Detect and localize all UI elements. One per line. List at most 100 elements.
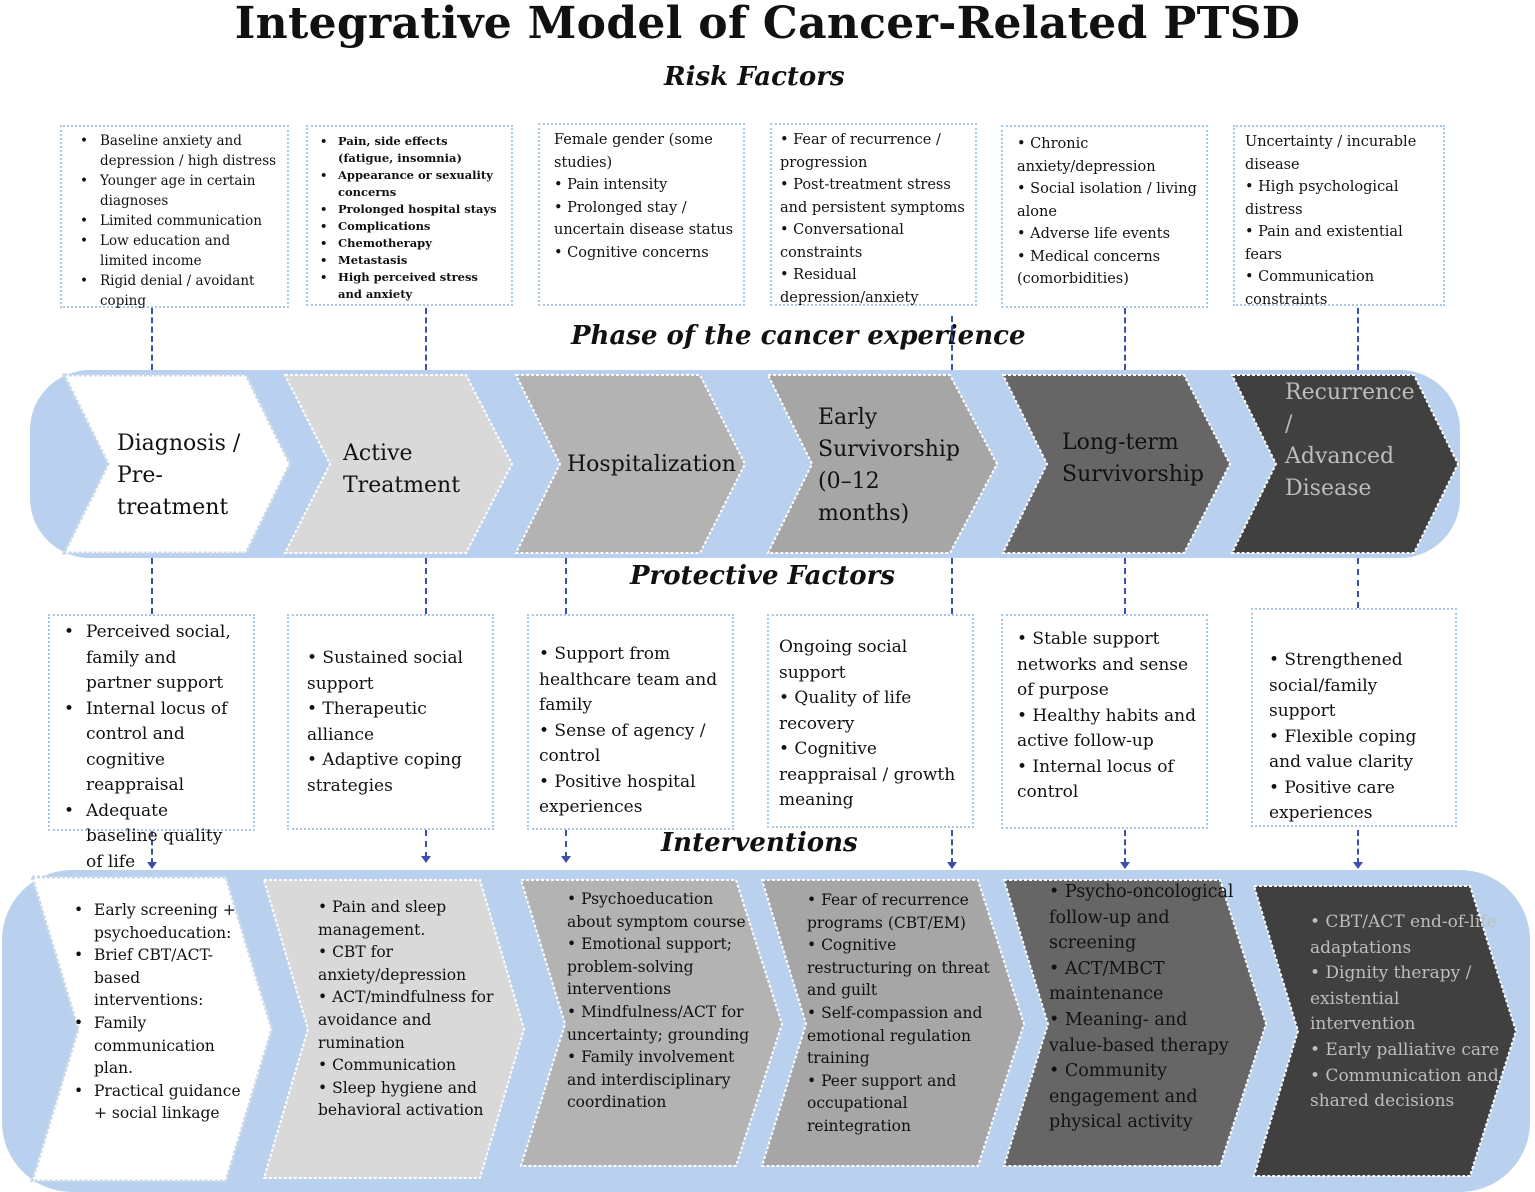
list-item: • Residual depression/anxiety: [780, 267, 919, 306]
list-item: Metastasis: [316, 252, 505, 269]
phase-header: Phase of the cancer experience: [571, 321, 1026, 351]
phase-label-active-treatment: Active Treatment: [343, 441, 461, 498]
list-item: • Self-compassion and emotional regulati…: [807, 1003, 983, 1068]
list-item: • Strengthened social/family support: [1269, 650, 1403, 721]
list-item: • Pain intensity: [554, 177, 668, 193]
protective-box-recurrence: • Strengthened social/family support • F…: [1251, 608, 1457, 827]
list-item: Female gender (some studies): [554, 132, 713, 171]
list-item: Low education and limited income: [76, 231, 279, 271]
list-item: • Internal locus of control: [1017, 756, 1174, 803]
list-item: • Social isolation / living alone: [1017, 181, 1197, 220]
risk-box-early-survivorship: • Fear of recurrence / progression • Pos…: [770, 123, 977, 306]
list-item: Internal locus of control and cognitive …: [60, 697, 243, 799]
list-item: Ongoing social support: [779, 637, 908, 683]
list-item: • Quality of life recovery: [779, 688, 912, 734]
list-item: • Medical concerns (comorbidities): [1017, 248, 1161, 288]
list-item: • High psychological distress: [1245, 179, 1399, 218]
intervention-text-early-survivorship: • Fear of recurrence programs (CBT/EM) •…: [807, 889, 997, 1138]
intervention-chevron-long-term-survivorship: [1002, 879, 1268, 1167]
protective-box-early-survivorship: Ongoing social support • Quality of life…: [767, 614, 974, 828]
list-item: • Communication: [318, 1056, 457, 1075]
risk-box-hospitalization: Female gender (some studies) • Pain inte…: [538, 123, 745, 306]
intervention-chevron-recurrence: [1252, 885, 1518, 1177]
list-item: • Therapeutic alliance: [307, 699, 427, 745]
protective-factors-header: Protective Factors: [630, 561, 895, 591]
list-item: • Cognitive reappraisal / growth meaning: [779, 739, 956, 810]
list-item: • Emotional support; problem-solving int…: [567, 935, 733, 999]
list-item: Chemotherapy: [316, 235, 505, 252]
interventions-header: Interventions: [661, 828, 858, 858]
list-item: • Chronic anxiety/depression: [1017, 136, 1156, 175]
risk-box-diagnosis: Baseline anxiety and depression / high d…: [60, 125, 289, 309]
list-item: • Community engagement and physical acti…: [1049, 1061, 1198, 1133]
list-item: Younger age in certain diagnoses: [76, 171, 279, 211]
phase-chevron-long-term-survivorship: [1001, 374, 1232, 554]
list-item: • Positive care experiences: [1269, 777, 1395, 824]
phase-chevron-hospitalization: [514, 374, 747, 554]
list-item: • Fear of recurrence programs (CBT/EM): [807, 891, 969, 932]
phase-label-early-survivorship: Early Survivorship (0–12 months): [818, 405, 960, 526]
list-item: • Healthy habits and active follow-up: [1017, 705, 1197, 752]
protective-box-long-term-survivorship: • Stable support networks and sense of p…: [1001, 614, 1208, 829]
list-item: • Cognitive concerns: [554, 244, 709, 261]
protective-box-hospitalization: • Support from healthcare team and famil…: [527, 614, 734, 830]
list-item: • Prolonged stay / uncertain disease sta…: [554, 199, 734, 239]
list-item: • Communication constraints: [1245, 269, 1375, 308]
list-item: Perceived social, family and partner sup…: [60, 620, 243, 697]
diagram-title: Integrative Model of Cancer-Related PTSD: [234, 0, 1301, 49]
list-item: • Sleep hygiene and behavioral activatio…: [318, 1078, 484, 1120]
intervention-chevron-hospitalization: [519, 879, 784, 1167]
list-item: • Flexible coping and value clarity: [1269, 726, 1417, 773]
list-item: • CBT/ACT end-of-life adaptations: [1310, 912, 1497, 958]
list-item: • Stable support networks and sense of p…: [1017, 629, 1189, 700]
list-item: • Positive hospital experiences: [539, 771, 696, 818]
list-item: • Cognitive restructuring on threat and …: [807, 936, 990, 1000]
list-item: • Family involvement and interdisciplina…: [567, 1048, 735, 1112]
intervention-text-diagnosis: Early screening + psychoeducation: Brief…: [72, 899, 242, 1125]
list-item: • Meaning- and value-based therapy: [1049, 1009, 1229, 1056]
list-item: • Sense of agency / control: [539, 720, 706, 767]
protective-box-diagnosis: Perceived social, family and partner sup…: [48, 614, 255, 872]
list-item: Baseline anxiety and depression / high d…: [76, 131, 279, 171]
list-item: High perceived stress and anxiety: [316, 269, 505, 303]
list-item: Adequate baseline quality of life: [60, 799, 243, 876]
list-item: • Fear of recurrence / progression: [780, 132, 941, 171]
list-item: • Conversational constraints: [780, 222, 904, 261]
list-item: • Communication and shared decisions: [1310, 1065, 1499, 1112]
list-item: Prolonged hospital stays: [316, 201, 505, 218]
list-item: • Dignity therapy / existential interven…: [1310, 963, 1472, 1035]
list-item: • Adaptive coping strategies: [307, 750, 462, 796]
risk-box-recurrence: Uncertainty / incurable disease • High p…: [1233, 125, 1445, 308]
risk-box-active-treatment: Pain, side effects (fatigue, insomnia) A…: [306, 125, 513, 306]
list-item: Limited communication: [76, 211, 279, 231]
list-item: Pain, side effects (fatigue, insomnia): [316, 133, 505, 167]
list-item: • Psychoeducation about symptom course: [567, 890, 746, 931]
list-item: Appearance or sexuality concerns: [316, 167, 505, 201]
list-item: • Peer support and occupational reintegr…: [807, 1071, 957, 1135]
phase-chevron-recurrence: [1230, 374, 1460, 554]
list-item: • ACT/MBCT maintenance: [1049, 958, 1165, 1005]
list-item: Practical guidance + social linkage: [72, 1080, 242, 1125]
risk-box-long-term-survivorship: • Chronic anxiety/depression • Social is…: [1001, 125, 1208, 308]
list-item: Family communication plan.: [72, 1012, 242, 1080]
phase-label-hospitalization: Hospitalization: [567, 452, 736, 477]
phase-chevron-active-treatment: [283, 374, 514, 554]
intervention-text-hospitalization: • Psychoeducation about symptom course •…: [567, 888, 757, 1114]
phase-label-long-term-survivorship: Long-term Survivorship: [1062, 430, 1204, 487]
list-item: • Early palliative care: [1310, 1039, 1500, 1060]
list-item: Brief CBT/ACT-based interventions:: [72, 944, 242, 1012]
intervention-text-long-term-survivorship: • Psycho-oncological follow-up and scree…: [1049, 880, 1239, 1136]
list-item: • CBT for anxiety/depression: [318, 943, 467, 984]
list-item: • Support from healthcare team and famil…: [539, 644, 718, 715]
list-item: Early screening + psychoeducation:: [72, 899, 242, 944]
intervention-text-active-treatment: • Pain and sleep management. • CBT for a…: [318, 896, 498, 1122]
risk-factors-header: Risk Factors: [664, 62, 845, 92]
phase-label-diagnosis: Diagnosis / Pre-treatment: [117, 431, 241, 520]
list-item: • Adverse life events: [1017, 226, 1171, 242]
list-item: • Post-treatment stress and persistent s…: [780, 177, 965, 216]
list-item: • Pain and sleep management.: [318, 898, 447, 939]
phase-label-recurrence: Recurrence / Advanced Disease: [1285, 380, 1415, 501]
list-item: • Mindfulness/ACT for uncertainty; groun…: [567, 1002, 750, 1044]
intervention-text-recurrence: • CBT/ACT end-of-life adaptations • Dign…: [1310, 910, 1500, 1115]
